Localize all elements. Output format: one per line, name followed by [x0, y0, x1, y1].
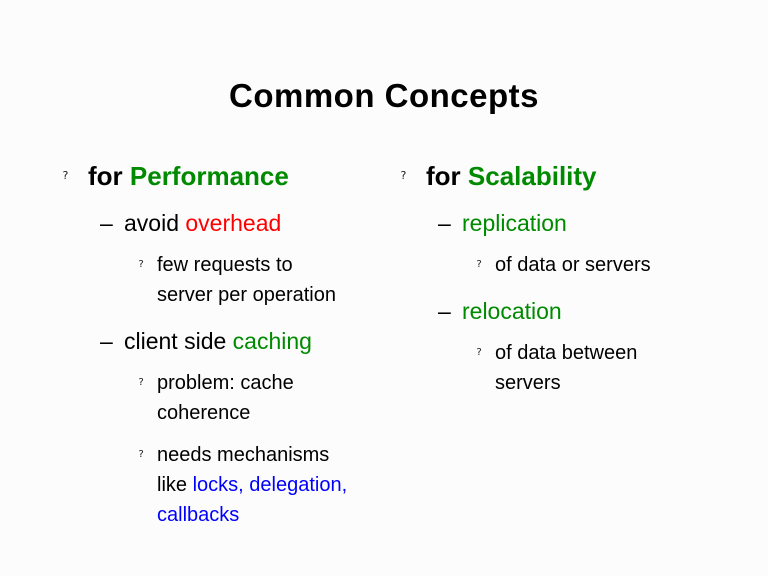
text-run: few requests to server per operation [157, 254, 336, 306]
list-item-text: of data or servers [495, 250, 651, 280]
list-item-of-data-or-servers: ? of data or servers [476, 250, 768, 280]
heading-text: for Scalability [426, 160, 597, 192]
text-run: for [88, 161, 130, 191]
list-item-text: relocation [462, 296, 562, 326]
text-run: Scalability [467, 161, 597, 191]
list-item-text: client side caching [124, 326, 312, 356]
text-run: problem: cache coherence [157, 372, 294, 424]
heading-scalability: ? for Scalability [400, 160, 768, 192]
text-run: locks, delegation, callbacks [157, 474, 348, 526]
slide-body: ? for Performance – avoid overhead ? few… [0, 160, 768, 530]
slide-title: Common Concepts [228, 77, 539, 114]
column-performance: ? for Performance – avoid overhead ? few… [62, 160, 400, 530]
text-run: caching [232, 328, 312, 354]
question-bullet-icon: ? [400, 169, 407, 182]
list-item-text: needs mechanisms like locks, delegation,… [157, 440, 347, 530]
dash-bullet-icon: – [100, 328, 113, 354]
list-item-client-side-caching: – client side caching [100, 326, 400, 356]
list-item-text: problem: cache coherence [157, 368, 294, 428]
list-item-relocation: – relocation [438, 296, 768, 326]
heading-text: for Performance [88, 160, 289, 192]
list-item-cache-coherence: ? problem: cache coherence [138, 368, 400, 428]
list-item-few-requests: ? few requests to server per operation [138, 250, 400, 310]
text-run: for [426, 161, 468, 191]
question-bullet-icon: ? [138, 377, 145, 388]
text-run: of data or servers [495, 254, 651, 276]
list-item-avoid-overhead: – avoid overhead [100, 208, 400, 238]
dash-bullet-icon: – [100, 210, 113, 236]
question-bullet-icon: ? [62, 169, 69, 182]
text-run: client side [124, 328, 233, 354]
text-run: needs mechanisms like [157, 444, 330, 496]
text-run: Performance [129, 161, 289, 191]
list-item-text: replication [462, 208, 567, 238]
list-item-of-data-between-servers: ? of data between servers [476, 338, 768, 398]
list-item-text: avoid overhead [124, 208, 281, 238]
text-run: relocation [462, 298, 562, 324]
question-bullet-icon: ? [476, 259, 483, 270]
list-item-replication: – replication [438, 208, 768, 238]
heading-performance: ? for Performance [62, 160, 400, 192]
column-scalability: ? for Scalability – replication ? of dat… [400, 160, 768, 530]
dash-bullet-icon: – [438, 210, 451, 236]
question-bullet-icon: ? [138, 449, 145, 460]
dash-bullet-icon: – [438, 298, 451, 324]
list-item-text: few requests to server per operation [157, 250, 336, 310]
text-run: overhead [185, 210, 282, 236]
text-run: avoid [124, 210, 186, 236]
list-item-text: of data between servers [495, 338, 637, 398]
list-item-needs-mechanisms: ? needs mechanisms like locks, delegatio… [138, 440, 400, 530]
text-run: replication [462, 210, 567, 236]
question-bullet-icon: ? [476, 347, 483, 358]
text-run: of data between servers [495, 342, 638, 394]
question-bullet-icon: ? [138, 259, 145, 270]
